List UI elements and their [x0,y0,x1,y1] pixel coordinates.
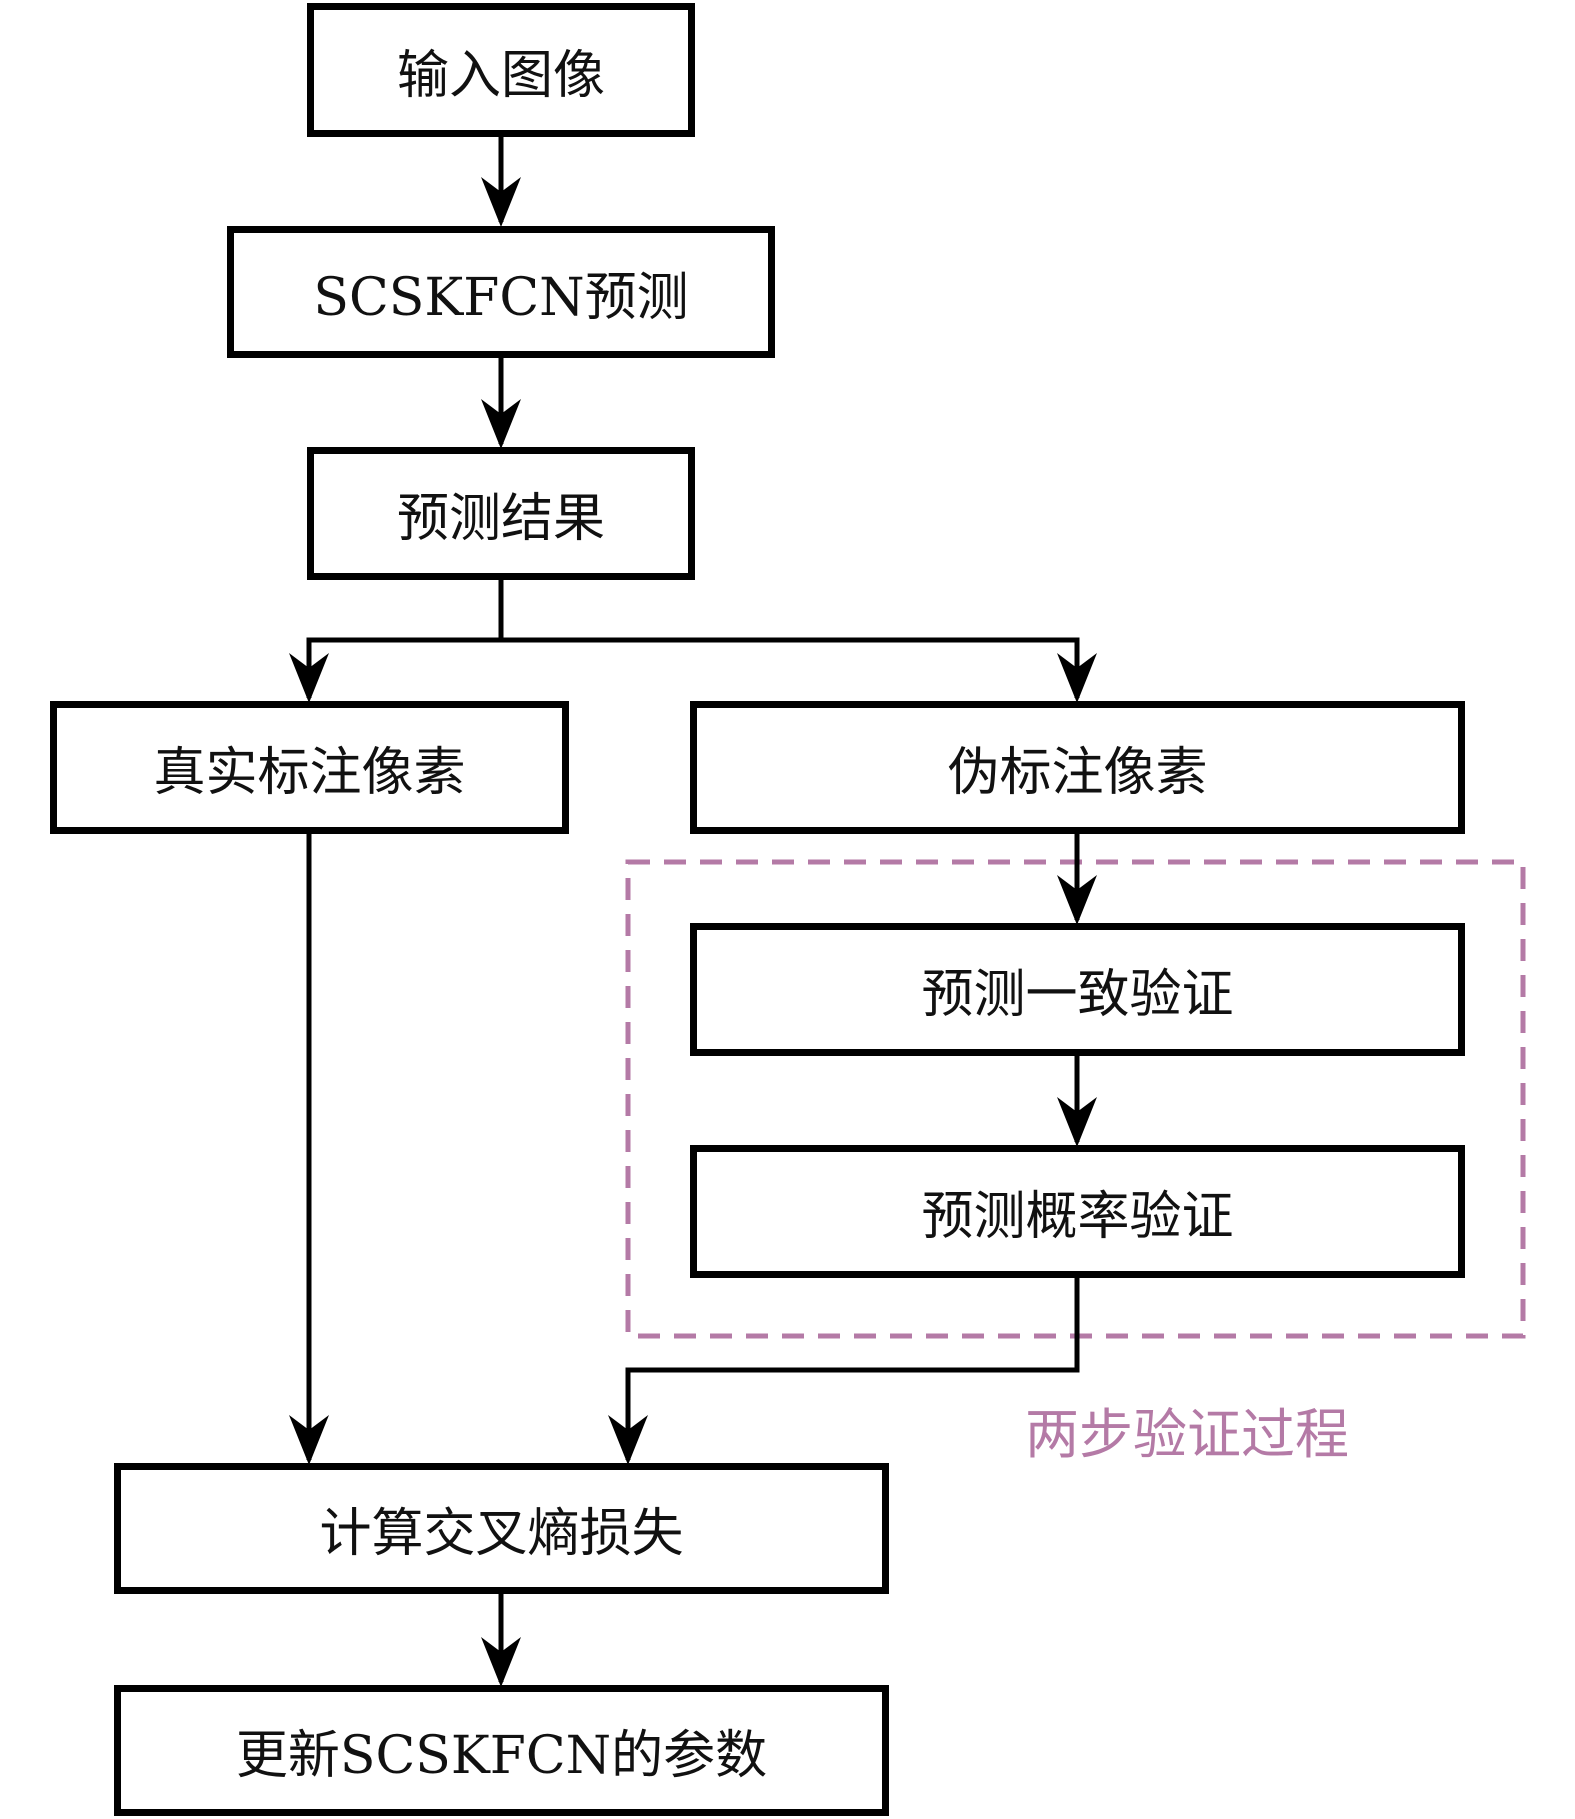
node-update-params: 更新SCSKFCN的参数 [114,1685,889,1816]
arrow-result-to-pseudo-label [501,637,1097,703]
node-pseudo-label-pixels: 伪标注像素 [690,701,1465,834]
node-consistency-check: 预测一致验证 [690,923,1465,1056]
arrow-result-to-true-label [289,578,504,703]
two-step-verification-label: 两步验证过程 [1025,1403,1349,1466]
arrow-probability-to-loss [608,1276,1080,1465]
node-probability-check: 预测概率验证 [690,1145,1465,1278]
node-cross-entropy-loss: 计算交叉熵损失 [114,1463,889,1594]
node-true-label-pixels: 真实标注像素 [50,701,569,834]
node-input-image: 输入图像 [307,3,695,137]
node-model-predict: SCSKFCN预测 [227,226,775,358]
node-predict-result: 预测结果 [307,447,695,580]
